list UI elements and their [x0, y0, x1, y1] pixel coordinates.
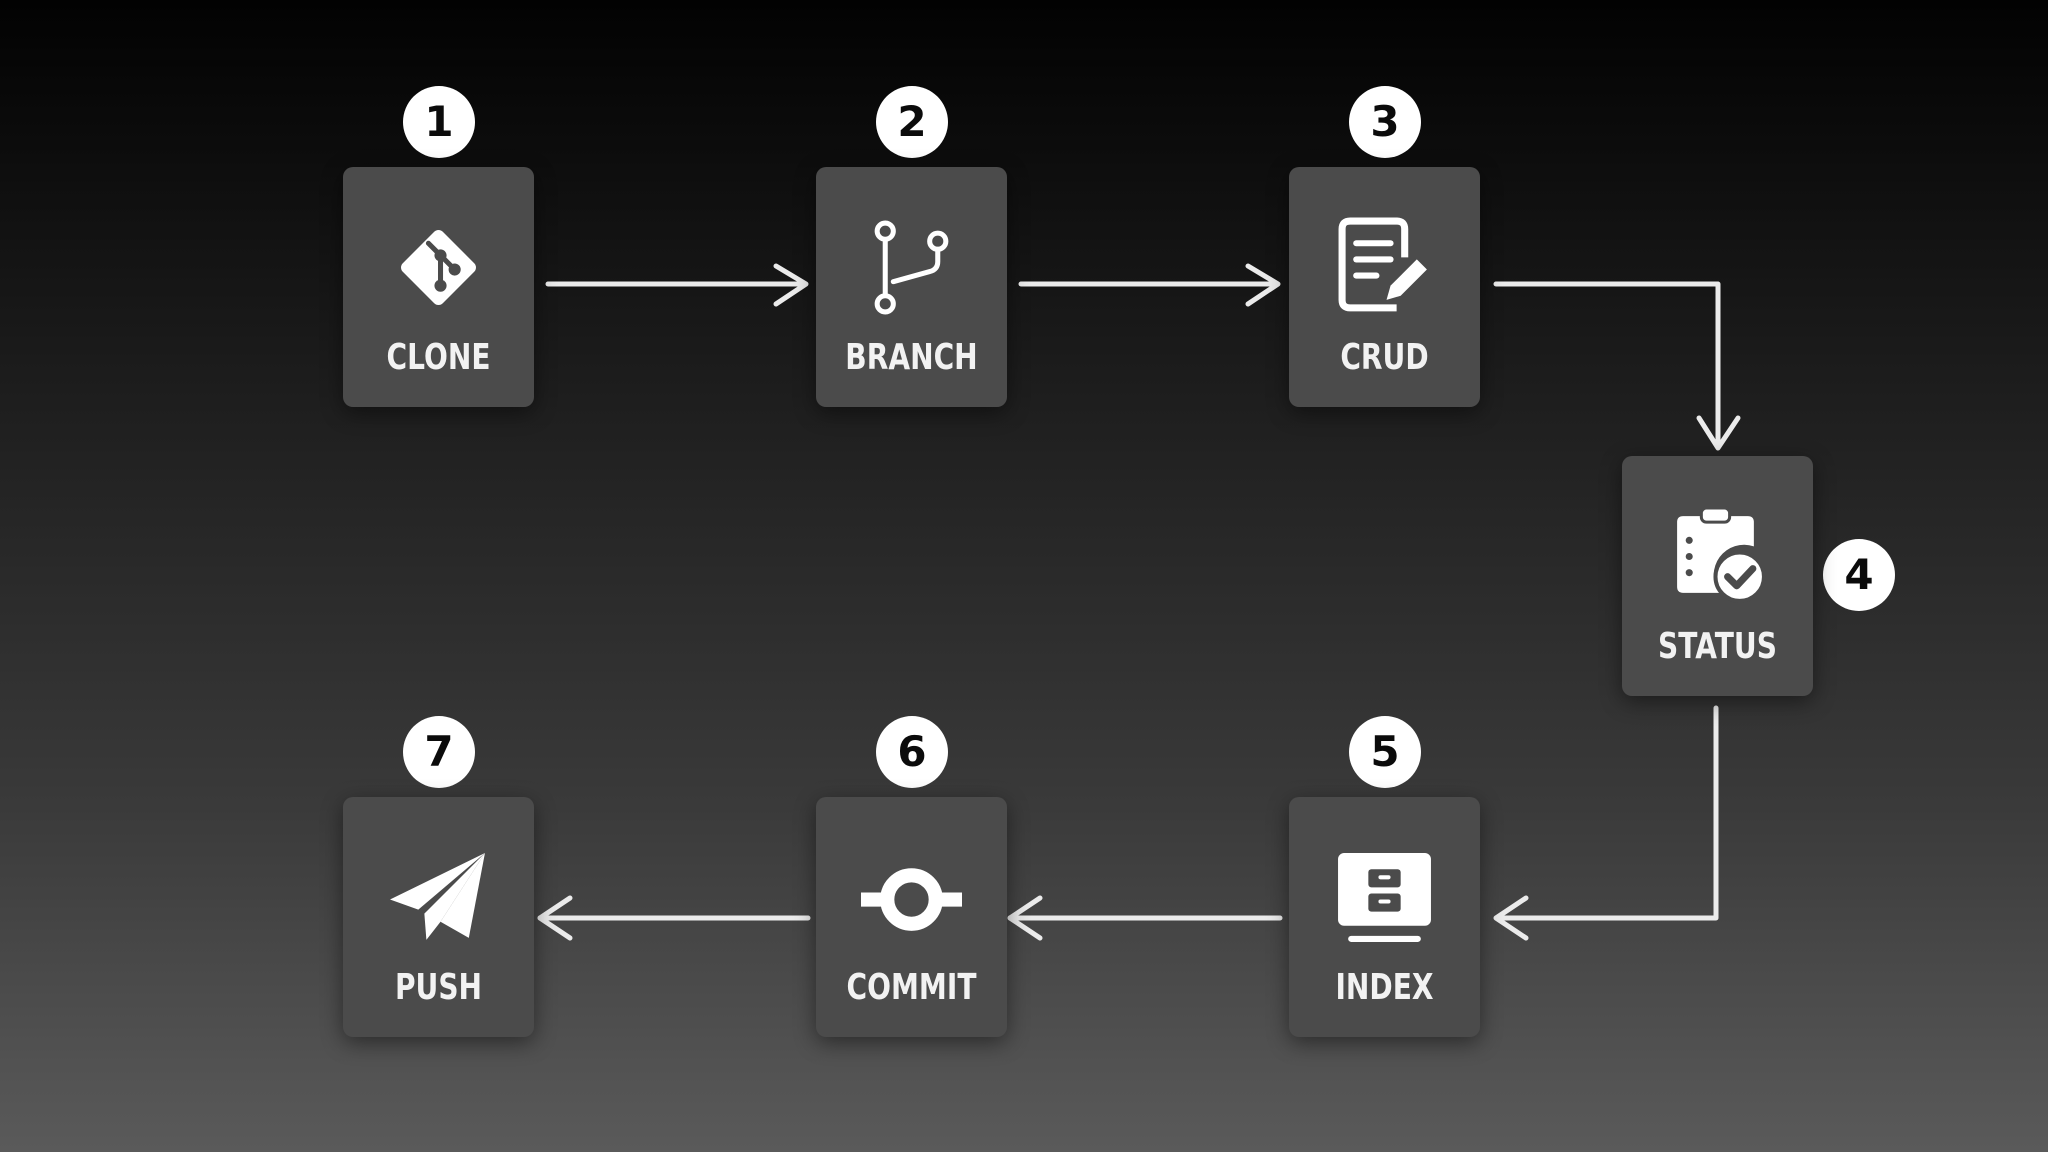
step-label-clone: CLONE — [386, 337, 491, 378]
step-card-crud: CRUD — [1289, 167, 1480, 407]
step-label-commit: COMMIT — [846, 967, 977, 1008]
step-label-branch: BRANCH — [845, 337, 978, 378]
step-badge-5: 5 — [1349, 716, 1421, 788]
step-card-index: INDEX — [1289, 797, 1480, 1037]
arrow-status-to-index — [1493, 705, 1719, 941]
paper-plane-icon — [390, 853, 485, 940]
step-badge-7: 7 — [403, 716, 475, 788]
arrow-index-to-commit — [1007, 895, 1283, 941]
step-label-push: PUSH — [394, 967, 483, 1008]
step-label-crud: CRUD — [1340, 337, 1429, 378]
step-badge-4: 4 — [1823, 539, 1895, 611]
step-badge-3: 3 — [1349, 86, 1421, 158]
step-badge-1: 1 — [403, 86, 475, 158]
arrow-clone-to-branch — [545, 263, 809, 307]
step-label-index: INDEX — [1335, 967, 1434, 1008]
branch-icon — [874, 220, 949, 315]
arrow-branch-to-crud — [1018, 263, 1281, 307]
step-card-clone: CLONE — [343, 167, 534, 407]
clipboard-check-icon — [1677, 506, 1766, 603]
edit-document-icon — [1338, 217, 1427, 312]
archive-icon — [1338, 853, 1431, 942]
step-card-status: STATUS — [1622, 456, 1813, 696]
arrow-crud-to-status — [1493, 281, 1741, 451]
commit-icon — [861, 868, 962, 931]
step-badge-2: 2 — [876, 86, 948, 158]
step-card-push: PUSH — [343, 797, 534, 1037]
git-icon — [401, 230, 476, 305]
step-card-commit: COMMIT — [816, 797, 1007, 1037]
arrow-commit-to-push — [537, 895, 811, 941]
step-label-status: STATUS — [1658, 626, 1777, 667]
step-card-branch: BRANCH — [816, 167, 1007, 407]
step-badge-6: 6 — [876, 716, 948, 788]
